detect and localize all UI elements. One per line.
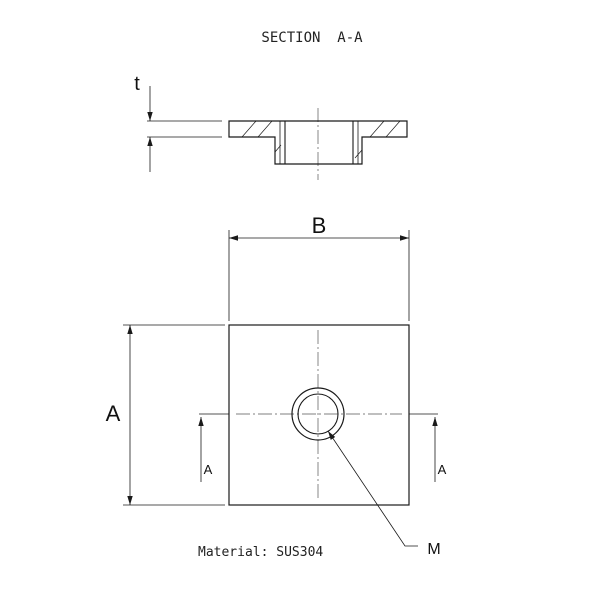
dimension-b-label: B (312, 213, 327, 238)
dimension-t-label: t (134, 73, 140, 95)
section-view (147, 86, 408, 180)
callout-m-label: M (427, 541, 440, 558)
material-note: Material: SUS304 (198, 545, 323, 560)
section-title: SECTION A-A (261, 30, 363, 46)
cut-label-left: A (204, 462, 213, 477)
plan-view (123, 230, 438, 547)
cut-label-right: A (438, 462, 447, 477)
dimension-a-label: A (106, 401, 121, 426)
